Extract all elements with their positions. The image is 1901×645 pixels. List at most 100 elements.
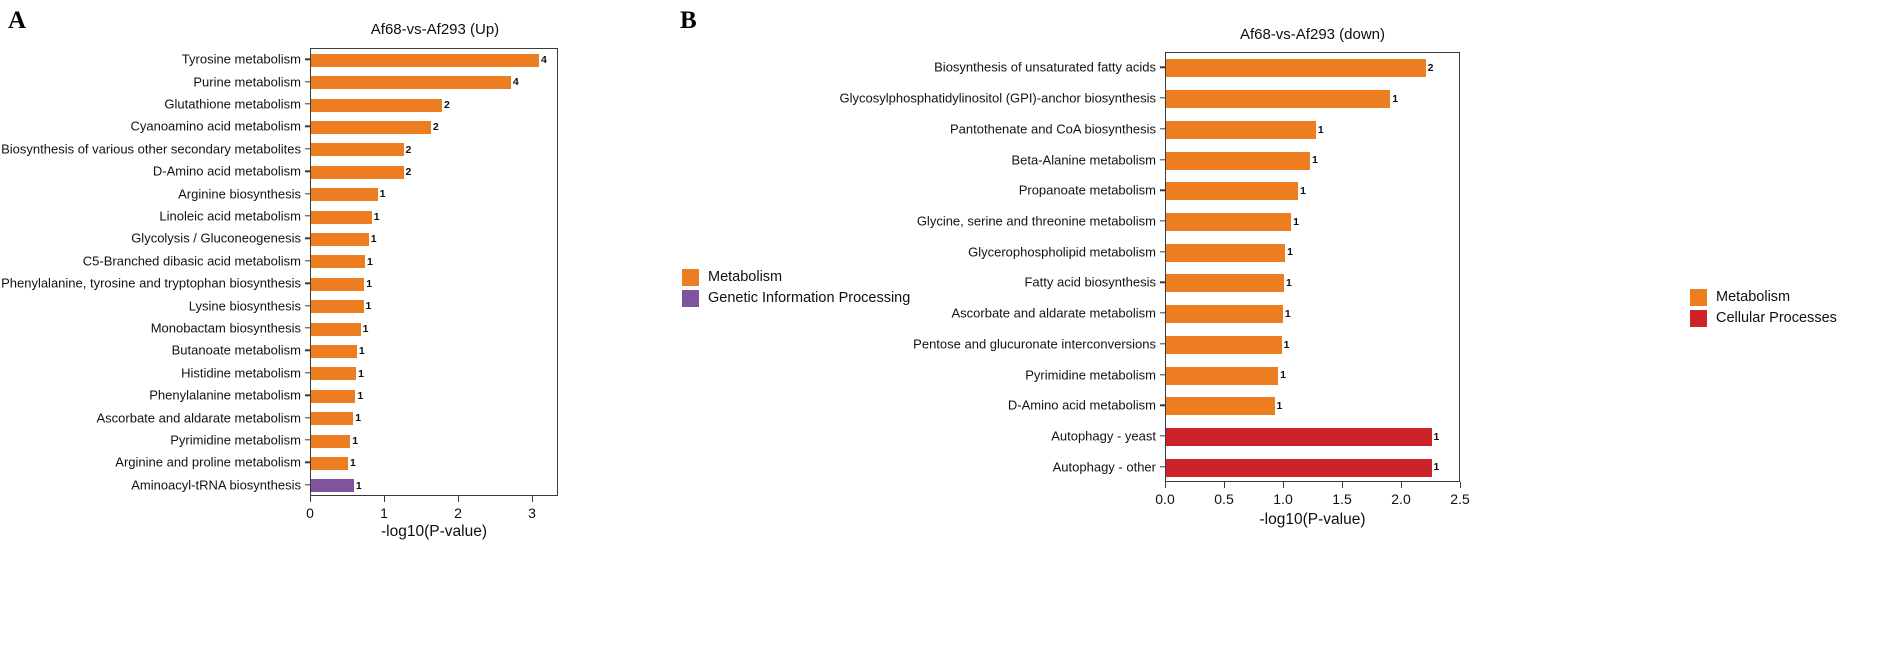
bar-row: 1	[1166, 120, 1459, 139]
bar-count-label: 1	[1293, 215, 1299, 228]
bar	[1166, 274, 1284, 293]
bar-count-label: 1	[379, 188, 386, 201]
category-label: Lysine biosynthesis	[188, 298, 301, 314]
bar-count-label: 4	[541, 53, 547, 66]
bar-row: 1	[1166, 151, 1459, 170]
bar-count-label: 1	[1286, 277, 1292, 290]
bar-count-label: 1	[373, 210, 380, 223]
bar	[311, 367, 357, 381]
bar	[1166, 120, 1316, 139]
bar-row: 2	[311, 165, 557, 179]
bar-count-label: 2	[444, 98, 450, 111]
category-tick-mark	[305, 192, 310, 195]
bar	[311, 188, 378, 202]
x-tick-mark	[458, 496, 460, 502]
category-tick-mark	[305, 103, 310, 105]
bar-count-label: 1	[370, 233, 377, 246]
legend-item[interactable]: Metabolism	[1690, 288, 1837, 306]
category-label: Phenylalanine metabolism	[149, 387, 301, 403]
x-tick-label: 0.5	[1214, 491, 1234, 507]
legend-label: Metabolism	[708, 268, 783, 285]
bar	[1166, 397, 1275, 416]
category-tick-mark	[305, 439, 310, 441]
category-label: D-Amino acid metabolism	[152, 163, 301, 179]
x-tick-mark	[532, 496, 534, 502]
bar-count-label: 1	[1311, 154, 1318, 167]
bar	[1166, 305, 1283, 324]
category-tick-mark	[1160, 435, 1165, 437]
category-tick-mark	[1160, 281, 1165, 284]
category-label: Glycosylphosphatidylinositol (GPI)-ancho…	[839, 90, 1156, 106]
category-tick-mark	[1160, 66, 1165, 69]
legend-item[interactable]: Genetic Information Processing	[682, 289, 910, 307]
bar	[311, 76, 511, 90]
category-label: Pentose and glucuronate interconversions	[913, 336, 1156, 352]
x-tick-label: 1.5	[1332, 491, 1352, 507]
bar	[311, 210, 372, 224]
x-tick-label: 1.0	[1273, 491, 1293, 507]
bar-count-label: 1	[367, 255, 373, 268]
bar-count-label: 1	[1392, 92, 1399, 105]
bar	[311, 165, 404, 179]
category-label: Linoleic acid metabolism	[159, 208, 301, 224]
category-label: D-Amino acid metabolism	[1007, 397, 1156, 413]
panel-b-title: Af68-vs-Af293 (down)	[1239, 26, 1386, 43]
bar	[311, 434, 351, 448]
bar-row: 1	[311, 367, 557, 381]
bar	[1166, 366, 1279, 385]
bar	[311, 53, 539, 67]
category-tick-mark	[1160, 158, 1165, 161]
legend-color-swatch	[682, 268, 699, 286]
category-tick-mark	[1160, 343, 1165, 345]
bar-row: 2	[1166, 59, 1459, 78]
legend-item[interactable]: Cellular Processes	[1690, 309, 1837, 327]
category-label: Purine metabolism	[193, 74, 301, 90]
bar-count-label: 1	[1433, 430, 1440, 443]
category-tick-mark	[305, 170, 310, 172]
bar-count-label: 1	[1300, 184, 1306, 197]
x-tick-label: 3	[528, 505, 536, 521]
bar-count-label: 1	[362, 322, 369, 335]
category-label: Pyrimidine metabolism	[1025, 367, 1156, 382]
bar	[311, 456, 348, 470]
bar	[1166, 90, 1391, 109]
category-tick-mark	[305, 327, 310, 329]
category-tick-mark	[305, 349, 310, 352]
x-tick-mark	[1283, 482, 1285, 488]
legend-color-swatch	[682, 289, 699, 307]
category-tick-mark	[1160, 128, 1165, 130]
category-tick-mark	[305, 304, 310, 307]
category-label: Ascorbate and aldarate metabolism	[951, 305, 1156, 321]
category-label: Beta-Alanine metabolism	[1011, 152, 1156, 167]
bar-count-label: 1	[352, 434, 359, 447]
bar	[311, 255, 366, 269]
bar-count-label: 1	[366, 277, 373, 290]
category-label: Autophagy - other	[1052, 459, 1156, 475]
bar	[311, 412, 354, 426]
category-tick-mark	[305, 461, 310, 464]
legend-label: Cellular Processes	[1716, 309, 1837, 326]
category-tick-mark	[1160, 465, 1165, 468]
category-tick-mark	[305, 260, 310, 262]
bar-count-label: 1	[1276, 399, 1283, 412]
bar-count-label: 2	[1427, 62, 1434, 75]
bar-row: 2	[311, 120, 557, 134]
bar-row: 2	[311, 143, 557, 157]
bar-count-label: 1	[358, 367, 364, 380]
panel-a-x-axis-title: -log10(P-value)	[381, 523, 487, 540]
category-tick-mark	[305, 282, 310, 284]
category-tick-mark	[305, 215, 310, 217]
legend-item[interactable]: Metabolism	[682, 268, 910, 286]
category-label: Pantothenate and CoA biosynthesis	[950, 121, 1156, 137]
category-label: Arginine biosynthesis	[178, 186, 301, 202]
category-label: Phenylalanine, tyrosine and tryptophan b…	[1, 275, 301, 291]
category-tick-mark	[1160, 250, 1165, 253]
category-label: Propanoate metabolism	[1018, 182, 1156, 198]
x-tick-label: 2.0	[1391, 491, 1411, 507]
